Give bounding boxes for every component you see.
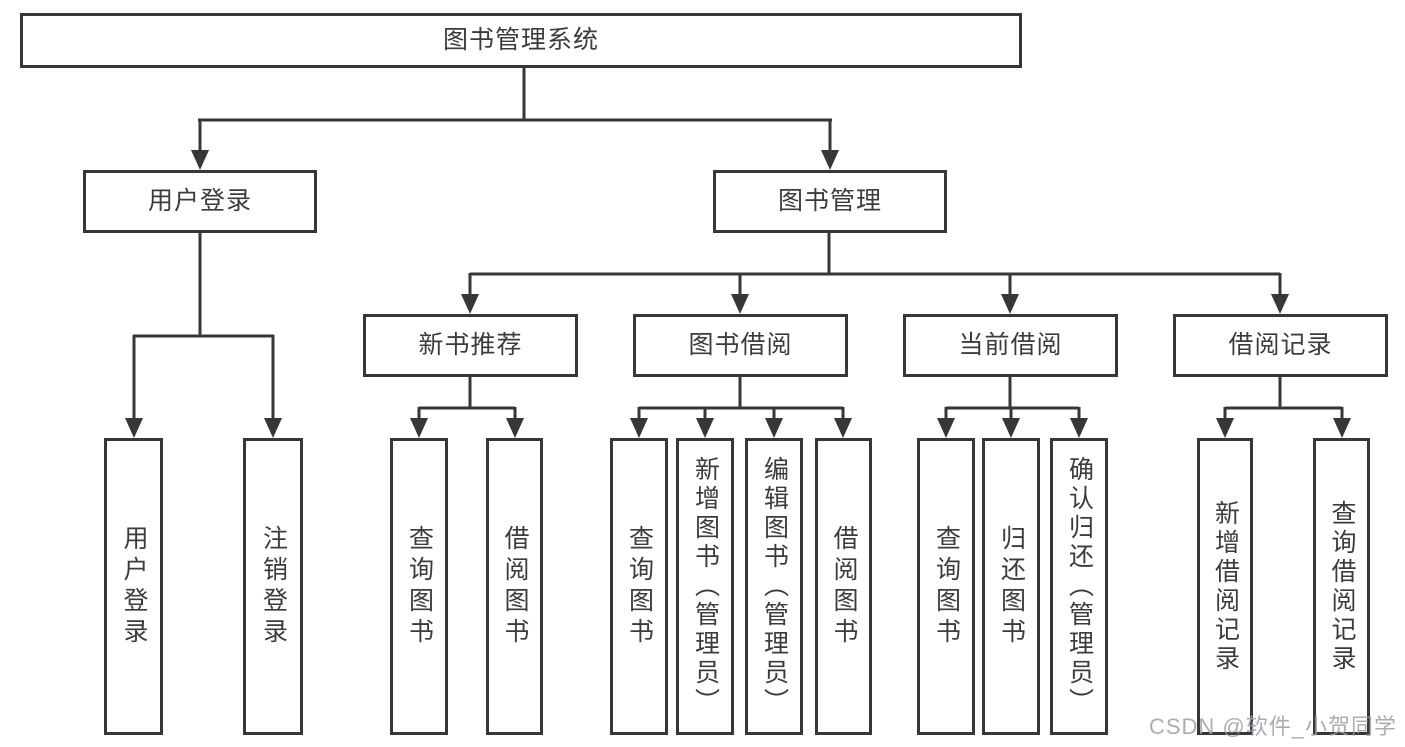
leaf-label: 注销登录 (259, 524, 288, 649)
leaf-label: 编辑图书（管理员） (760, 456, 789, 717)
leaf-borrow-books-recommend: 借阅图书 (486, 438, 543, 735)
leaf-query-borrow-record: 查询借阅记录 (1313, 438, 1370, 735)
connector-userlogin-to-leaves (132, 233, 275, 426)
arrowhead (1001, 294, 1019, 314)
connector-root-to-level2 (198, 68, 832, 156)
connector-currentborrow-to-leaves (944, 377, 1081, 426)
leaf-add-book-admin: 新增图书（管理员） (676, 438, 734, 735)
connector-newbook-to-leaves (417, 377, 517, 426)
leaf-query-books-recommend: 查询图书 (390, 438, 448, 735)
arrowhead (937, 418, 955, 438)
leaf-label: 新增图书（管理员） (691, 456, 720, 717)
leaf-label: 查询图书 (932, 524, 961, 649)
leaf-label: 查询借阅记录 (1328, 499, 1356, 674)
arrowhead (410, 418, 428, 438)
arrowhead (191, 150, 209, 170)
node-library-system: 图书管理系统 (20, 13, 1022, 68)
leaf-borrow-books-borrow: 借阅图书 (815, 438, 872, 735)
node-label: 图书借阅 (688, 331, 793, 359)
arrowhead (765, 418, 783, 438)
leaf-logout: 注销登录 (243, 438, 303, 735)
leaf-label: 新增借阅记录 (1211, 499, 1240, 674)
arrowhead (1271, 294, 1289, 314)
node-new-book-recommendation: 新书推荐 (363, 314, 578, 377)
connector-bookborrow-to-leaves (637, 377, 845, 426)
arrowhead (731, 294, 749, 314)
arrowhead (834, 418, 852, 438)
leaf-label: 借阅图书 (830, 524, 858, 649)
node-label: 用户登录 (147, 187, 252, 215)
arrowhead (1216, 418, 1234, 438)
node-label: 图书管理 (777, 187, 882, 215)
node-borrowing-records: 借阅记录 (1173, 314, 1388, 377)
arrowhead (696, 418, 714, 438)
node-book-borrowing: 图书借阅 (633, 314, 848, 377)
arrowhead (264, 418, 282, 438)
arrowhead (125, 418, 143, 438)
leaf-label: 查询图书 (625, 524, 654, 649)
leaf-query-books-current: 查询图书 (917, 438, 975, 735)
arrowhead (1070, 418, 1088, 438)
leaf-label: 用户登录 (120, 524, 148, 649)
arrowhead (821, 150, 839, 170)
arrowhead (1002, 418, 1020, 438)
node-label: 图书管理系统 (442, 26, 599, 54)
leaf-add-borrow-record: 新增借阅记录 (1197, 438, 1253, 735)
arrowhead (1333, 418, 1351, 438)
leaf-label: 查询图书 (405, 524, 434, 649)
leaf-user-login: 用户登录 (104, 438, 163, 735)
connector-bookmgmt-to-level3 (468, 233, 1282, 296)
node-user-login: 用户登录 (83, 170, 317, 233)
leaf-edit-book-admin: 编辑图书（管理员） (745, 438, 803, 735)
leaf-label: 确认归还（管理员） (1065, 456, 1094, 717)
leaf-query-books-borrow: 查询图书 (610, 438, 668, 735)
node-book-management: 图书管理 (713, 170, 947, 233)
node-label: 借阅记录 (1228, 331, 1333, 359)
arrowhead (506, 418, 524, 438)
node-label: 当前借阅 (958, 331, 1063, 359)
node-label: 新书推荐 (418, 331, 523, 359)
leaf-return-book: 归还图书 (982, 438, 1040, 735)
connector-records-to-leaves (1223, 377, 1344, 426)
leaf-confirm-return-admin: 确认归还（管理员） (1050, 438, 1108, 735)
leaf-label: 归还图书 (997, 524, 1026, 649)
leaf-label: 借阅图书 (501, 524, 529, 649)
arrowhead (461, 294, 479, 314)
arrowhead (630, 418, 648, 438)
node-current-borrowing: 当前借阅 (903, 314, 1118, 377)
